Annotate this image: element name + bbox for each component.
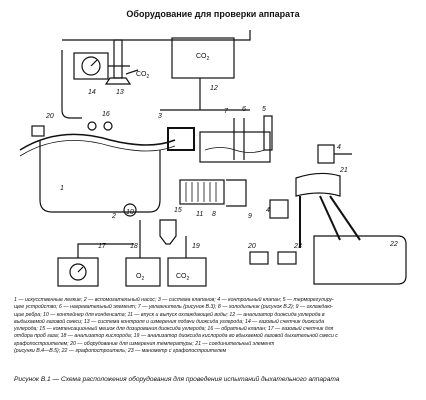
label-4a: 4	[337, 144, 341, 151]
label-19: 19	[192, 243, 200, 250]
graph-recorder-main	[313, 235, 407, 285]
legend-line: 1 — искусственные легкие; 2 — вспомогате…	[14, 297, 334, 303]
diagram-title: Оборудование для проверки аппарата	[126, 9, 300, 19]
label-6: 6	[242, 106, 246, 113]
label-9: 9	[248, 213, 252, 220]
co2-lower-box-label: CO2	[176, 273, 190, 282]
humidifier-tank	[199, 131, 271, 163]
label-14: 14	[88, 89, 96, 96]
legend-line: выдыхаемой газовой смеси; 13 — система к…	[14, 318, 325, 325]
valve-system	[167, 127, 195, 151]
check-valve-left	[31, 125, 45, 137]
co2-box-label: CO2	[196, 53, 210, 62]
label-1: 1	[60, 185, 64, 192]
co2-small-label: CO2	[136, 71, 150, 80]
connecting-element	[295, 172, 341, 197]
label-16: 16	[102, 111, 110, 118]
label-3: 3	[158, 113, 162, 120]
label-22: 22	[389, 241, 398, 248]
legend-line: (рисунки В.4—В.5); 22 — графопостроитель…	[14, 348, 227, 355]
cooling-fins	[226, 179, 247, 207]
co2-control-column	[113, 39, 123, 79]
legend-line: щее устройство; 6 — нагревательный элеме…	[14, 304, 333, 311]
label-5: 5	[262, 106, 266, 113]
o2-box-label: O2	[136, 273, 144, 282]
artificial-lungs-housing	[39, 140, 161, 213]
auxiliary-pump	[123, 203, 137, 217]
label-4b: 4	[266, 207, 270, 214]
label-12: 12	[210, 85, 218, 92]
control-valve-lower	[269, 199, 289, 219]
cooler	[179, 179, 225, 205]
label-23: 23	[293, 243, 302, 250]
label-20b: 20	[247, 243, 256, 250]
artificial-lungs-diaphragm	[19, 133, 176, 151]
legend-line: щие ребра; 10 — контейнер для конденсата…	[14, 311, 325, 318]
thermostat-device	[263, 115, 273, 151]
label-11: 11	[196, 211, 203, 218]
label-2: 2	[111, 213, 116, 220]
co2-meter-dial	[81, 56, 101, 76]
label-15: 15	[174, 207, 182, 214]
label-10: 10	[126, 209, 134, 216]
label-8: 8	[212, 211, 216, 218]
figure-caption: Рисунок В.1 — Схема расположения оборудо…	[14, 376, 340, 383]
gas-meter-dial	[69, 263, 87, 281]
legend: 1 — искусственные легкие; 2 — вспомогате…	[14, 297, 414, 355]
legend-line: отбора проб газа; 18 — анализатор кислор…	[14, 333, 338, 340]
co2-analyzer-lower-box	[167, 257, 207, 287]
legend-line: углерода; 15 — компенсационный мешок для…	[14, 326, 334, 333]
co2-analyzer-box	[171, 37, 235, 79]
label-20a: 20	[45, 113, 54, 120]
label-21: 21	[339, 167, 348, 174]
pressure-gauge-box	[277, 251, 297, 265]
label-18: 18	[130, 243, 138, 250]
label-7: 7	[224, 108, 229, 115]
control-valve-right	[317, 144, 335, 164]
condensate-container	[159, 219, 177, 245]
label-17: 17	[98, 243, 107, 250]
temperature-equipment	[249, 251, 269, 265]
legend-line: графопостроителем; 20 — оборудование для…	[14, 340, 275, 347]
o2-analyzer-box	[125, 257, 161, 287]
label-13: 13	[116, 89, 124, 96]
